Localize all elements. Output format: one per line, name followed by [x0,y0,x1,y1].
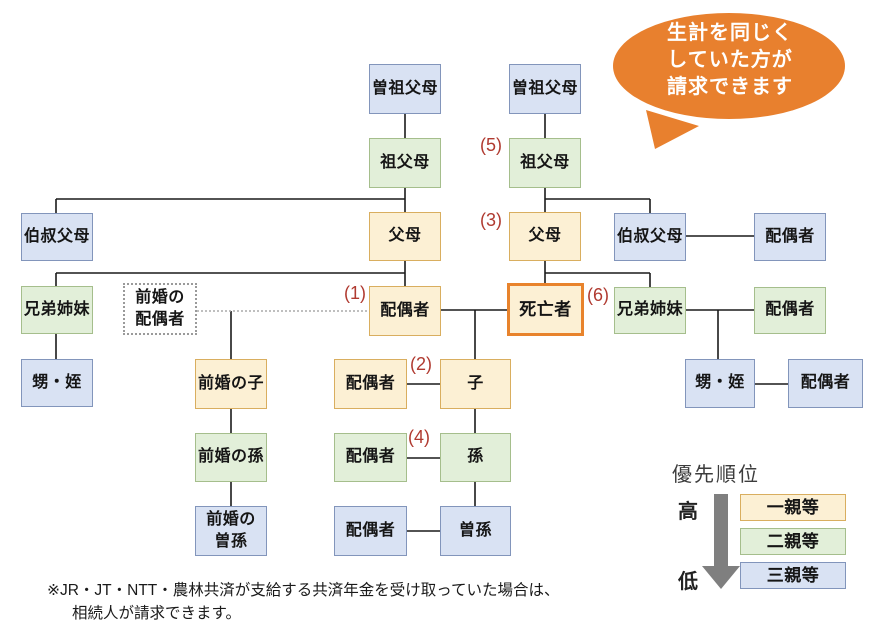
legend-low-label: 低 [678,571,698,593]
node-grandparents-right: 祖父母 [509,138,581,188]
order-label-6: (6) [587,285,609,305]
node-parents-left: 父母 [369,212,441,261]
node-spouse: 配偶者 [369,286,441,336]
footnote-line-1: ※JR・JT・NTT・農林共済が支給する共済年金を受け取っていた場合は、 [47,582,560,599]
footnote-line-2: 相続人が請求できます。 [72,605,241,622]
node-grandchild: 孫 [440,433,511,482]
legend-third-degree: 三親等 [740,562,846,589]
former-ggchild-line-1: 前婚の [206,511,256,529]
node-parents-right: 父母 [509,212,581,261]
node-child: 子 [440,359,511,409]
node-siblings-right: 兄弟姉妹 [614,287,686,334]
order-label-5: (5) [480,135,502,155]
footnote: ※JR・JT・NTT・農林共済が支給する共済年金を受け取っていた場合は、 相続人… [47,579,560,625]
priority-arrow [702,494,740,589]
order-label-4: (4) [408,427,430,447]
node-great-grandchild-spouse: 配偶者 [334,506,407,556]
node-great-grandchild: 曽孫 [440,506,511,556]
order-label-1: (1) [344,283,366,303]
legend-first-degree: 一親等 [740,494,846,521]
node-grandparents-left: 祖父母 [369,138,441,188]
node-deceased: 死亡者 [507,283,584,336]
node-uncles-aunts-left: 伯叔父母 [21,213,93,261]
legend-high-label: 高 [678,501,698,523]
node-siblings-spouse: 配偶者 [754,287,826,334]
node-great-great-grandparents-left: 曽祖父母 [369,64,441,114]
node-great-great-grandparents-right: 曽祖父母 [509,64,581,114]
speech-bubble-shape [613,13,845,149]
former-spouse-line-1: 前婚の [135,289,185,307]
order-label-3: (3) [480,210,502,230]
node-nephews-nieces-left: 甥・姪 [21,359,93,407]
former-spouse-line-2: 配偶者 [135,311,185,328]
node-nephews-spouse: 配偶者 [788,359,863,408]
speech-bubble-text: 生計を同じく していた方が 請求できます [652,20,808,101]
node-siblings-left: 兄弟姉妹 [21,286,93,334]
node-uncles-aunts-spouse: 配偶者 [754,213,826,261]
legend-second-degree: 二親等 [740,528,846,555]
node-former-marriage-great-grandchild: 前婚の 曽孫 [195,506,267,556]
bubble-line-2: していた方が [667,49,793,71]
node-former-marriage-child: 前婚の子 [195,359,267,409]
former-ggchild-line-2: 曽孫 [214,533,248,550]
legend-title: 優先順位 [672,464,760,486]
node-former-marriage-grandchild: 前婚の孫 [195,433,267,482]
bubble-line-3: 請求できます [667,76,793,98]
node-child-spouse: 配偶者 [334,359,407,409]
node-nephews-nieces-right: 甥・姪 [685,359,755,408]
node-grandchild-spouse: 配偶者 [334,433,407,482]
node-uncles-aunts-right: 伯叔父母 [614,213,686,261]
order-label-2: (2) [410,354,432,374]
bubble-line-1: 生計を同じく [667,22,793,44]
node-former-spouse: 前婚の 配偶者 [123,283,197,335]
